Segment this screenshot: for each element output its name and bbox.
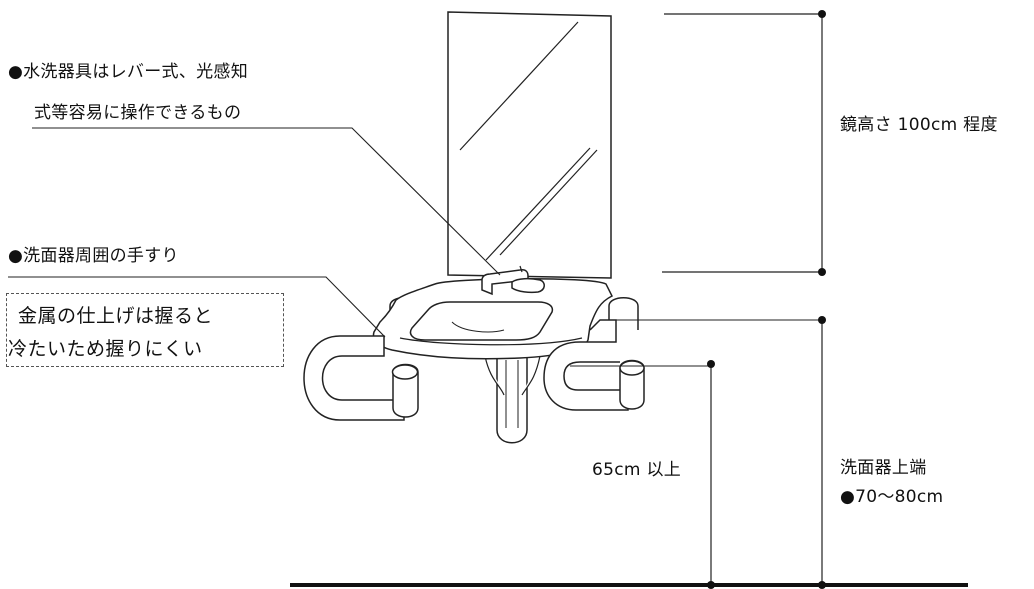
faucet-note-line1: ●水洗器具はレバー式、光感知 <box>8 62 249 82</box>
washbasin <box>372 278 614 360</box>
dimension-dots <box>707 10 826 589</box>
knee-clearance-label: 65cm 以上 <box>592 460 682 480</box>
left-u-handrail <box>303 335 419 421</box>
metal-note-line2: 冷たいため握りにくい <box>8 338 203 360</box>
metal-note-line1: 金属の仕上げは握ると <box>18 305 214 327</box>
dimension-lines <box>662 13 823 585</box>
basin-top-range: ●70〜80cm <box>840 487 944 507</box>
basin-top-label: 洗面器上端 <box>840 458 927 478</box>
mirror <box>447 11 612 279</box>
mirror-height-label: 鏡高さ 100cm 程度 <box>840 115 998 135</box>
handrail-note: ●洗面器周囲の手すり <box>8 246 179 266</box>
drain-pedestal <box>484 352 541 444</box>
right-u-handrail <box>543 319 645 411</box>
faucet <box>481 265 545 296</box>
leader-lines <box>8 127 822 367</box>
faucet-note-line2: 式等容易に操作できるもの <box>34 103 242 123</box>
metal-finish-note-box <box>6 293 284 367</box>
